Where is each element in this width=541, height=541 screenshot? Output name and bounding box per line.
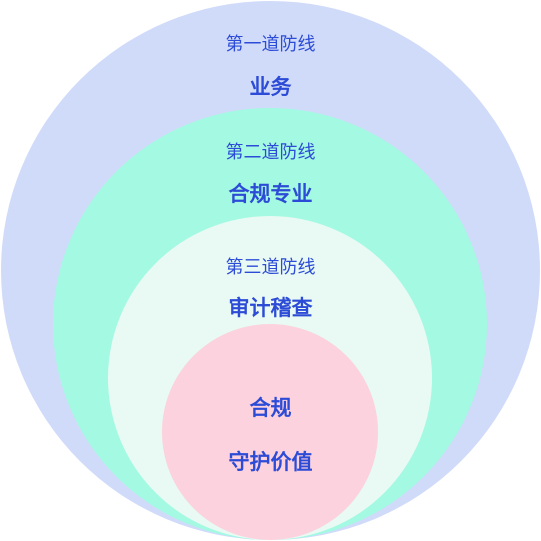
core-title: 合规 — [249, 396, 292, 420]
core-circle — [162, 324, 378, 540]
third-line-subtitle: 第三道防线 — [225, 257, 316, 278]
third-line-title: 审计稽查 — [228, 296, 313, 320]
first-line-subtitle: 第一道防线 — [225, 34, 316, 55]
first-line-title: 业务 — [249, 75, 292, 99]
second-line-subtitle: 第二道防线 — [225, 142, 316, 163]
core-subtitle: 守护价值 — [228, 450, 313, 474]
second-line-title: 合规专业 — [228, 182, 313, 206]
